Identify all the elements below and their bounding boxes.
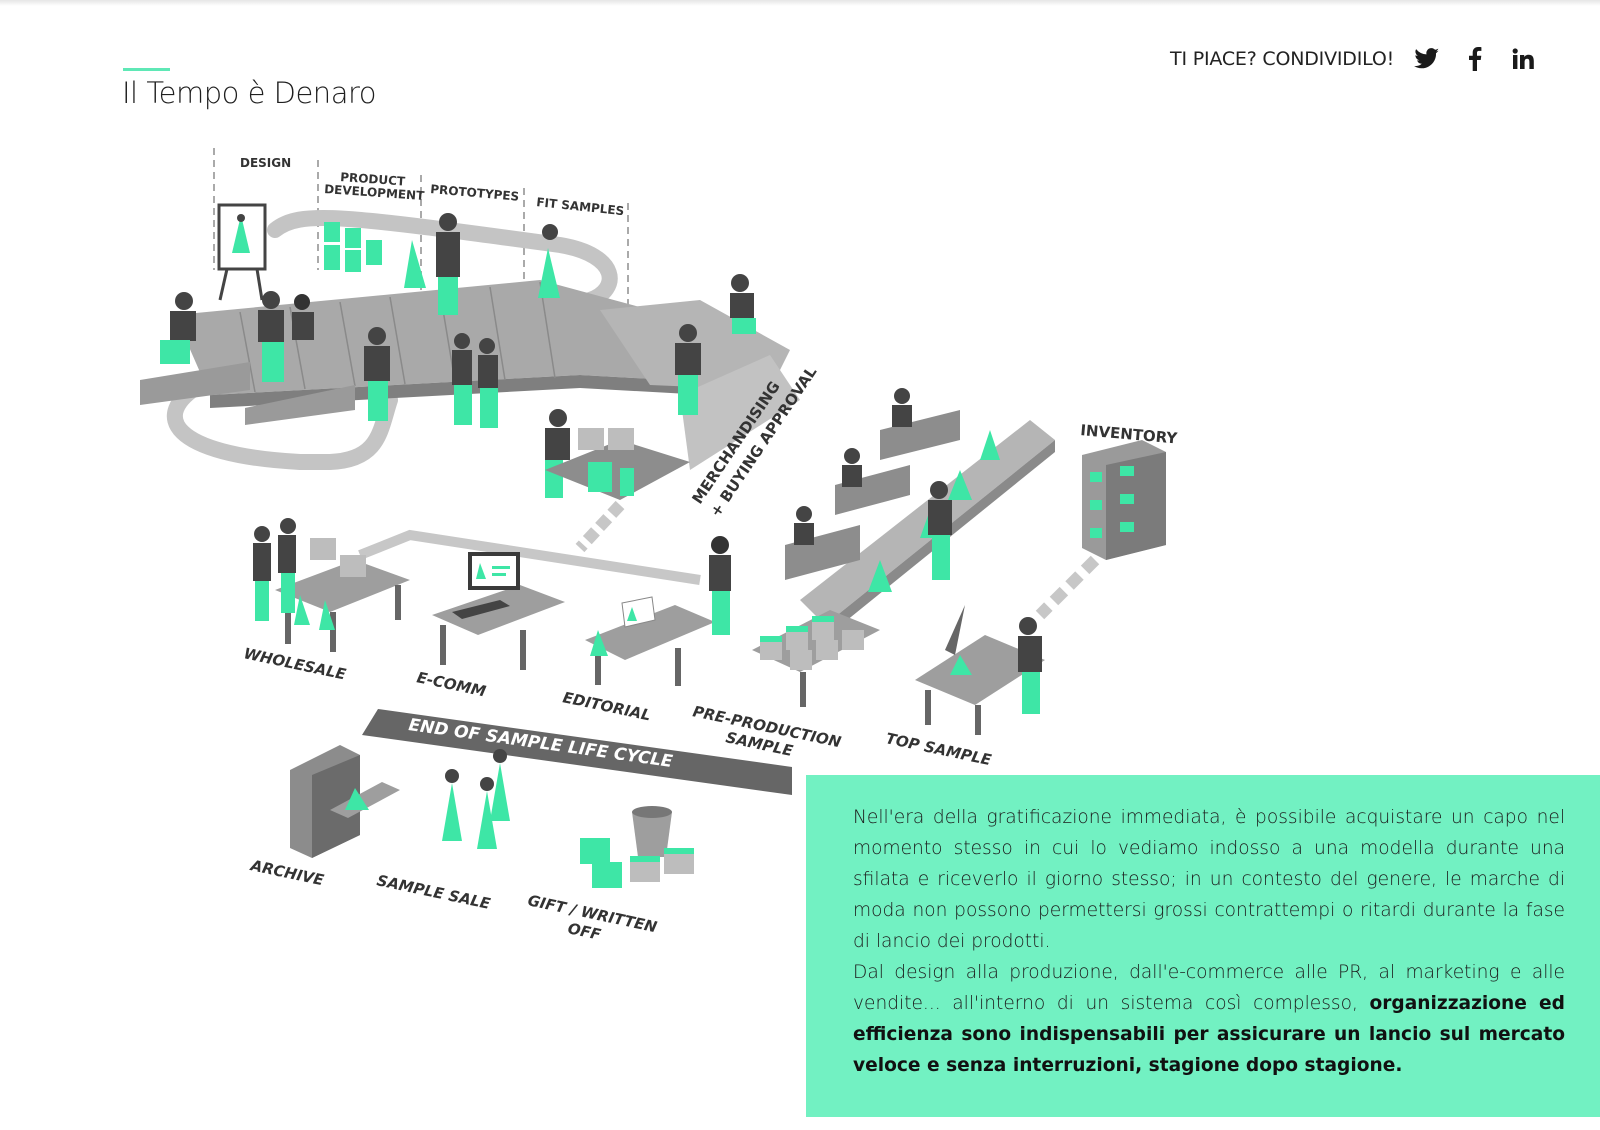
inventory-cabinet <box>1035 440 1166 620</box>
pre-production-boxes <box>752 610 880 707</box>
info-paragraph-1: Nell'era della gratificazione immediata,… <box>853 807 1565 952</box>
info-paragraph-2: Dal design alla produzione, dall'e-comme… <box>853 957 1565 1081</box>
label-ecomm: E-COMM <box>415 668 487 700</box>
approval-belt <box>680 355 800 470</box>
editorial-station <box>585 536 731 686</box>
label-fit-samples: FIT SAMPLES <box>536 195 625 218</box>
label-design: DESIGN <box>240 156 291 170</box>
twitter-icon[interactable] <box>1412 44 1442 74</box>
garments-on-belt <box>324 222 560 298</box>
label-sample-sale: SAMPLE SALE <box>375 871 493 913</box>
sample-sale-people <box>442 749 510 849</box>
gift-written-off <box>580 806 694 888</box>
label-product-development-line1: PRODUCT <box>340 170 407 189</box>
info-box: Nell'era della gratificazione immediata,… <box>806 775 1600 1117</box>
approval-down-pipe <box>575 500 625 553</box>
info-paragraph-2-bold: organizzazione ed efficienza sono indisp… <box>853 993 1565 1076</box>
approval-table <box>545 428 690 500</box>
info-paragraph-2-text: Dal design alla produzione, dall'e-comme… <box>853 962 1565 1014</box>
facebook-icon[interactable] <box>1460 44 1490 74</box>
wholesale-station <box>253 518 410 652</box>
label-top-sample: TOP SAMPLE <box>884 729 993 769</box>
top-shadow <box>0 0 1600 6</box>
design-easel <box>217 203 267 301</box>
title-accent-line <box>123 68 170 71</box>
production-line <box>785 388 1055 638</box>
share-bar: TI PIACE? CONDIVIDILO! <box>1170 44 1538 74</box>
label-prototypes: PROTOTYPES <box>430 182 520 204</box>
label-archive: ARCHIVE <box>248 856 326 889</box>
ecomm-station <box>432 552 565 670</box>
page-title: Il Tempo è Denaro <box>122 76 377 110</box>
label-editorial: EDITORIAL <box>561 688 652 724</box>
top-sample-table <box>915 605 1045 735</box>
archive-cabinet <box>290 745 400 858</box>
end-of-life-banner <box>362 709 792 795</box>
label-product-development-line2: DEVELOPMENT <box>324 182 426 203</box>
distribution-pipe <box>358 529 701 585</box>
people <box>140 213 756 498</box>
linkedin-icon[interactable] <box>1508 44 1538 74</box>
conveyor-loop <box>166 210 618 470</box>
share-label: TI PIACE? CONDIVIDILO! <box>1170 48 1394 70</box>
